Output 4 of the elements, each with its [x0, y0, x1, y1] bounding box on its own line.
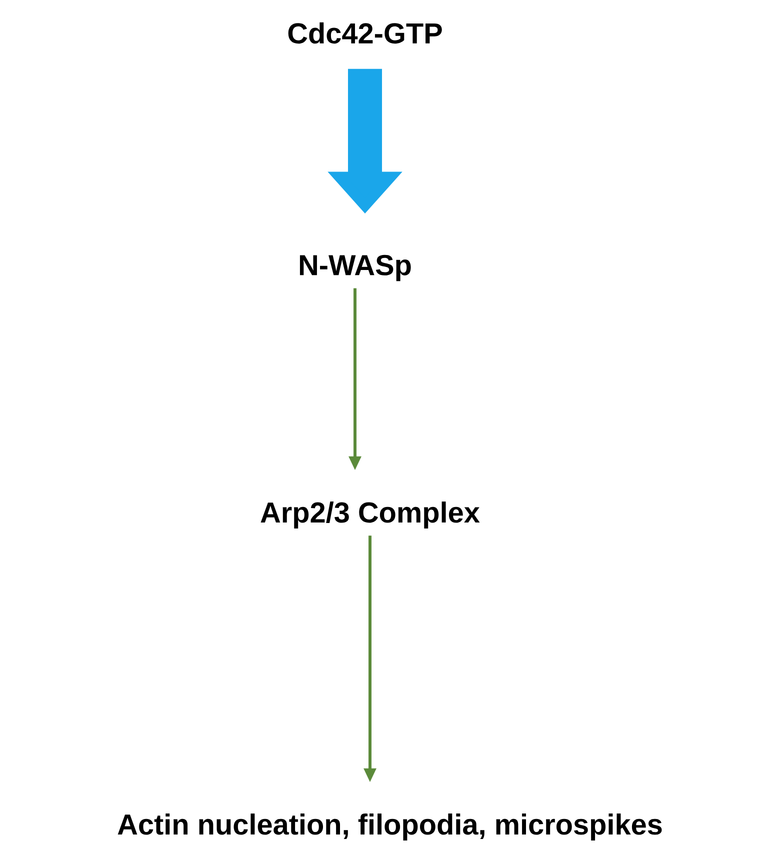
node-label: Arp2/3 Complex [260, 502, 480, 528]
node-label: Actin nucleation, filopodia, microspikes [118, 814, 662, 840]
node-label: Cdc42-GTP [288, 22, 442, 44]
node-label: N-WASp [300, 254, 411, 282]
